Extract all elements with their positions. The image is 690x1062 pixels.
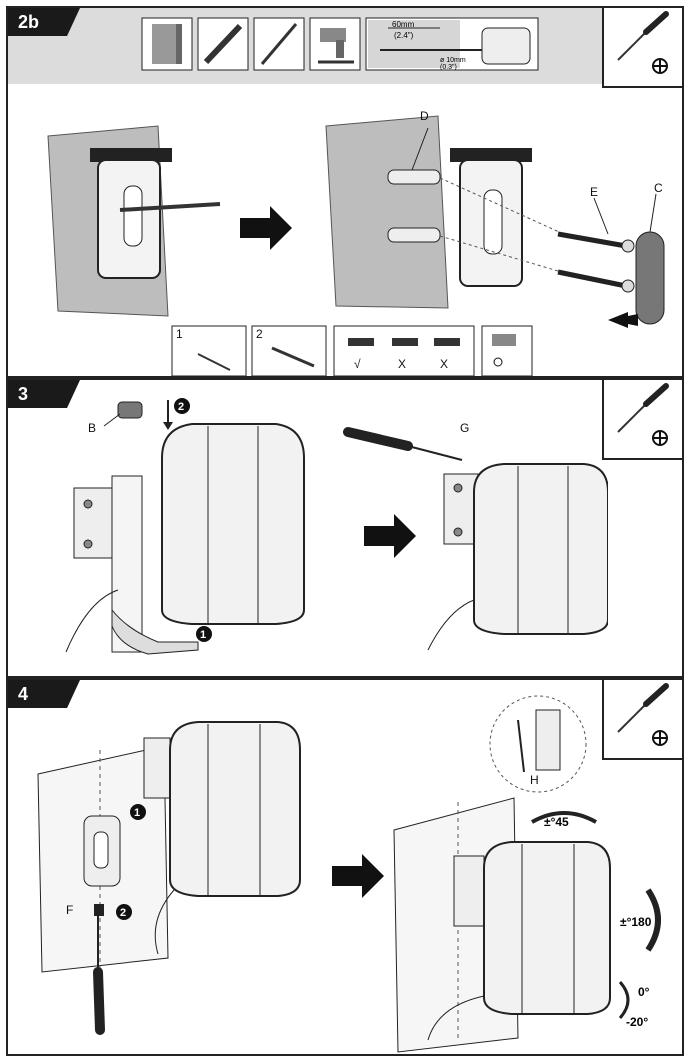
screwdriver-phillips-icon (617, 383, 669, 446)
screwdriver-phillips-icon (617, 11, 669, 74)
step-3-panel: 3 B 2 1 (6, 378, 684, 678)
cover-cap (608, 193, 665, 328)
label-D: D (420, 109, 429, 123)
screws (557, 197, 635, 293)
label-C: C (654, 181, 663, 195)
step-badge-4: 4 (8, 680, 80, 708)
num-1: 1 (134, 807, 140, 819)
wall-plug (387, 169, 441, 185)
num-2: 2 (178, 401, 184, 413)
drill-depth-icon: 60mm (2.4") ø 10mm (0.3") (365, 17, 539, 71)
tilt-bottom-label: -20° (626, 1015, 648, 1029)
spirit-level-icon (197, 17, 249, 71)
label-G: G (460, 421, 469, 435)
num-1: 1 (200, 629, 206, 641)
bit-size-label: ø 10mm (440, 57, 466, 64)
rotate-label: ±°180 (620, 915, 652, 929)
svg-text:X: X (440, 357, 448, 371)
tilt-top-label: 0° (638, 985, 650, 999)
arrow-right-icon (240, 206, 292, 250)
svg-text:1: 1 (176, 327, 183, 341)
num-2: 2 (120, 907, 126, 919)
wall-right (325, 115, 569, 309)
label-E: E (590, 185, 598, 199)
swivel-label: ±°45 (544, 815, 569, 829)
tool-box-4 (602, 680, 682, 760)
check-row: 1 2 √ X X (171, 325, 533, 376)
bracket-B (117, 401, 143, 419)
label-H: H (530, 773, 539, 787)
label-B: B (88, 421, 96, 435)
wall-plug (387, 227, 441, 243)
step-4-illustration: 1 2 F H ±°45 ±°180 0° -20° (37, 695, 661, 1053)
drill-icon (309, 17, 361, 71)
step-4-panel: 4 1 2 F (6, 678, 684, 1056)
step-2b-illustration: D E C 1 2 √ X X (47, 109, 665, 376)
tool-box-3 (602, 380, 682, 460)
svg-text:2: 2 (256, 327, 263, 341)
pencil-icon (253, 17, 305, 71)
bit-size-label-in: (0.3") (440, 64, 457, 71)
label-F: F (66, 903, 73, 917)
arrow-right-icon (332, 854, 384, 898)
step-badge-2b: 2b (8, 8, 80, 36)
drill-depth-label: 60mm (392, 20, 415, 29)
wall-tool-icon (141, 17, 193, 71)
tools-row: 60mm (2.4") ø 10mm (0.3") (141, 17, 539, 71)
screwdriver-phillips-icon (617, 683, 669, 746)
step-2b-panel: 2b 60mm (2.4") (6, 6, 684, 378)
svg-text:√: √ (354, 357, 361, 371)
svg-text:X: X (398, 357, 406, 371)
step-3-illustration: B 2 1 G (65, 398, 608, 655)
arrow-right-icon (364, 514, 416, 558)
step-badge-3: 3 (8, 380, 80, 408)
drill-depth-label-in: (2.4") (394, 31, 414, 40)
wall-left (47, 125, 221, 317)
tool-box-2b (602, 8, 682, 88)
